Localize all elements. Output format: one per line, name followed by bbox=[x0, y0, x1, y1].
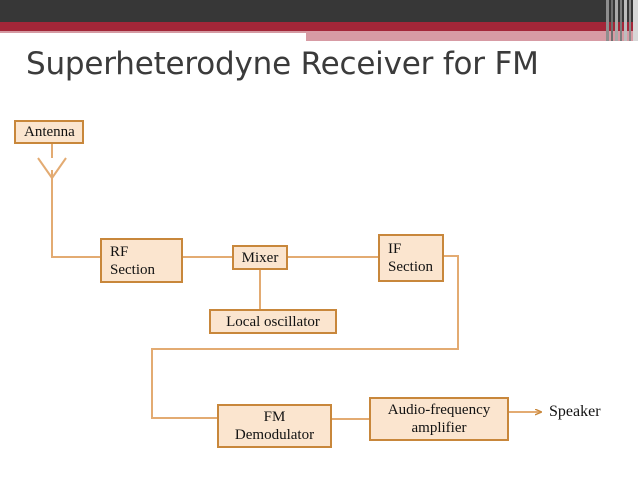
node-antenna[interactable]: Antenna bbox=[14, 120, 84, 144]
node-rf-section[interactable]: RF Section bbox=[100, 238, 183, 283]
node-mixer[interactable]: Mixer bbox=[232, 245, 288, 270]
node-if-section[interactable]: IF Section bbox=[378, 234, 444, 282]
banner-dark-band bbox=[0, 0, 638, 22]
label-speaker: Speaker bbox=[549, 403, 601, 420]
wire-antenna-arm-right bbox=[51, 157, 67, 179]
banner-pink-hairline bbox=[0, 31, 306, 33]
wire-antenna-arm-left bbox=[37, 157, 53, 179]
banner-stripe-group bbox=[604, 0, 638, 41]
wire-antenna-to-rf bbox=[51, 232, 100, 258]
banner-red-band bbox=[0, 22, 638, 31]
node-audio-frequency-amplifier[interactable]: Audio-frequency amplifier bbox=[369, 397, 509, 441]
banner-pink-band bbox=[306, 31, 638, 41]
node-local-oscillator[interactable]: Local oscillator bbox=[209, 309, 337, 334]
node-fm-demodulator[interactable]: FM Demodulator bbox=[217, 404, 332, 448]
slide-title: Superheterodyne Receiver for FM bbox=[26, 46, 539, 82]
